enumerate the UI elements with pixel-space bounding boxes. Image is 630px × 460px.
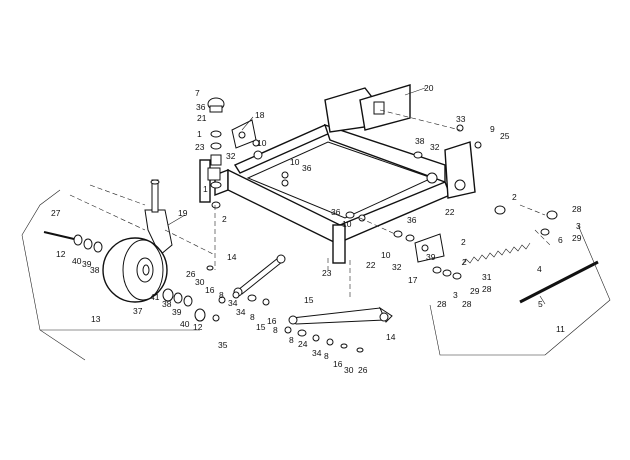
callout-34: 34	[236, 307, 246, 317]
callout-2: 2	[222, 214, 227, 224]
callout-22: 22	[366, 260, 376, 270]
callout-8: 8	[250, 312, 255, 322]
callout-11: 11	[556, 324, 565, 334]
callout-8: 8	[289, 335, 294, 345]
linkage-arms	[43, 119, 599, 325]
callout-5: 5	[538, 299, 543, 309]
callout-39: 39	[426, 252, 436, 262]
callout-38: 38	[415, 136, 425, 146]
callout-39: 39	[172, 307, 182, 317]
callout-29: 29	[572, 233, 582, 243]
hardware-parts	[206, 97, 558, 353]
callout-21: 21	[197, 113, 207, 123]
callout-25: 25	[500, 131, 510, 141]
callout-7: 7	[195, 88, 200, 98]
callout-14: 14	[227, 252, 237, 262]
callout-19: 19	[178, 208, 188, 218]
main-frame	[199, 84, 476, 264]
callout-16: 16	[205, 285, 215, 295]
callout-3: 3	[453, 290, 458, 300]
callout-18: 18	[255, 110, 265, 120]
callout-10: 10	[381, 250, 391, 260]
callout-36: 36	[302, 163, 312, 173]
callout-10: 10	[290, 157, 300, 167]
callout-1: 1	[203, 184, 208, 194]
callout-16: 16	[333, 359, 343, 369]
callout-14: 14	[386, 332, 396, 342]
callout-10: 10	[257, 138, 267, 148]
callout-10: 10	[342, 219, 352, 229]
callout-2: 2	[461, 237, 466, 247]
spring	[461, 242, 531, 266]
callout-20: 20	[424, 83, 434, 93]
callout-22: 22	[445, 207, 455, 217]
callout-27: 27	[51, 208, 61, 218]
callout-9: 9	[490, 124, 495, 134]
callout-23: 23	[322, 268, 332, 278]
callout-28: 28	[437, 299, 447, 309]
callout-1: 1	[197, 129, 202, 139]
callout-36: 36	[331, 207, 341, 217]
callout-8: 8	[219, 290, 224, 300]
callout-39: 39	[82, 259, 92, 269]
callout-36: 36	[407, 215, 417, 225]
callout-28: 28	[482, 284, 492, 294]
callout-15: 15	[256, 322, 266, 332]
callout-40: 40	[180, 319, 190, 329]
callout-36: 36	[196, 102, 206, 112]
callout-6: 8	[273, 325, 278, 335]
callout-6: 6	[558, 235, 563, 245]
callout-24: 24	[298, 339, 308, 349]
callout-3: 3	[576, 221, 581, 231]
callout-26: 26	[186, 269, 196, 279]
callout-12: 12	[56, 249, 66, 259]
callout-30: 30	[344, 365, 354, 375]
callout-38: 38	[90, 265, 100, 275]
callout-28: 28	[572, 204, 582, 214]
callout-38: 38	[162, 299, 172, 309]
callout-2: 2	[462, 257, 467, 267]
callout-13: 13	[91, 314, 101, 324]
callout-12: 12	[193, 322, 203, 332]
callout-32: 32	[226, 151, 236, 161]
callout-32: 32	[430, 142, 440, 152]
callout-31: 31	[482, 272, 492, 282]
callout-16: 16	[267, 316, 277, 326]
callout-33: 33	[456, 114, 466, 124]
callout-40: 40	[72, 256, 82, 266]
callout-32: 32	[392, 262, 402, 272]
callout-26: 26	[358, 365, 368, 375]
callout-34: 34	[312, 348, 322, 358]
callout-28: 28	[462, 299, 472, 309]
callout-2: 2	[512, 192, 517, 202]
callout-41: 41	[150, 292, 160, 302]
callout-17: 17	[408, 275, 418, 285]
callout-34: 34	[228, 298, 238, 308]
callout-30: 30	[195, 277, 205, 287]
callout-8: 8	[324, 351, 329, 361]
callout-35: 35	[218, 340, 228, 350]
callout-labels: 7 36 21 1 23 1 2 18 32 10 10 36 20 33 9 …	[51, 83, 582, 375]
callout-15: 15	[304, 295, 314, 305]
callout-23: 23	[195, 142, 205, 152]
callout-4: 4	[537, 264, 542, 274]
callout-37: 37	[133, 306, 143, 316]
caster-wheel	[73, 179, 220, 322]
leader-lines	[21, 87, 611, 361]
callout-29: 29	[470, 286, 480, 296]
